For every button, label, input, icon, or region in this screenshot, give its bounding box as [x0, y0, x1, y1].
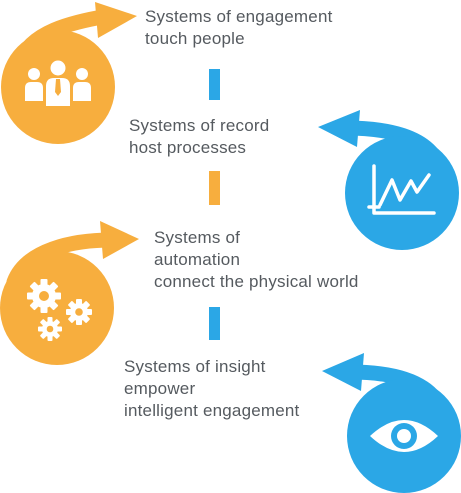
step-3-label-line-3: connect the physical world [154, 272, 359, 291]
step-2-arrowhead [318, 110, 360, 147]
step-3-label: Systems of automation connect the physic… [154, 227, 359, 293]
step-2-label: Systems of record host processes [129, 115, 269, 159]
line-chart-icon [367, 164, 436, 215]
step-1-label-line-1: Systems of engagement [145, 7, 333, 26]
people-group-icon [25, 60, 91, 106]
step-3-circle [0, 251, 114, 365]
step-4-arrowhead [322, 353, 364, 391]
step-1-label-line-2: touch people [145, 29, 245, 48]
step-3-badge [0, 221, 139, 365]
connector-2 [209, 171, 220, 205]
eye-icon [370, 420, 438, 452]
step-4-label-line-1: Systems of insight [124, 357, 266, 376]
step-2-label-line-2: host processes [129, 138, 247, 157]
step-3-label-line-2: automation [154, 250, 241, 269]
step-3-arrowhead [100, 221, 139, 259]
gears-icon [27, 279, 92, 341]
step-1-arrowhead [95, 2, 137, 38]
step-4-label: Systems of insight empower intelligent e… [124, 356, 299, 422]
step-1-label: Systems of engagement touch people [145, 6, 333, 50]
connector-1 [209, 69, 220, 100]
step-1-badge [1, 2, 137, 144]
step-4-badge [322, 353, 461, 493]
step-3-label-line-1: Systems of [154, 228, 241, 247]
step-2-badge [318, 110, 459, 250]
step-4-label-line-3: intelligent engagement [124, 401, 300, 420]
step-4-label-line-2: empower [124, 379, 196, 398]
connector-3 [209, 307, 220, 340]
step-2-circle [345, 136, 459, 250]
step-2-label-line-1: Systems of record [129, 116, 270, 135]
